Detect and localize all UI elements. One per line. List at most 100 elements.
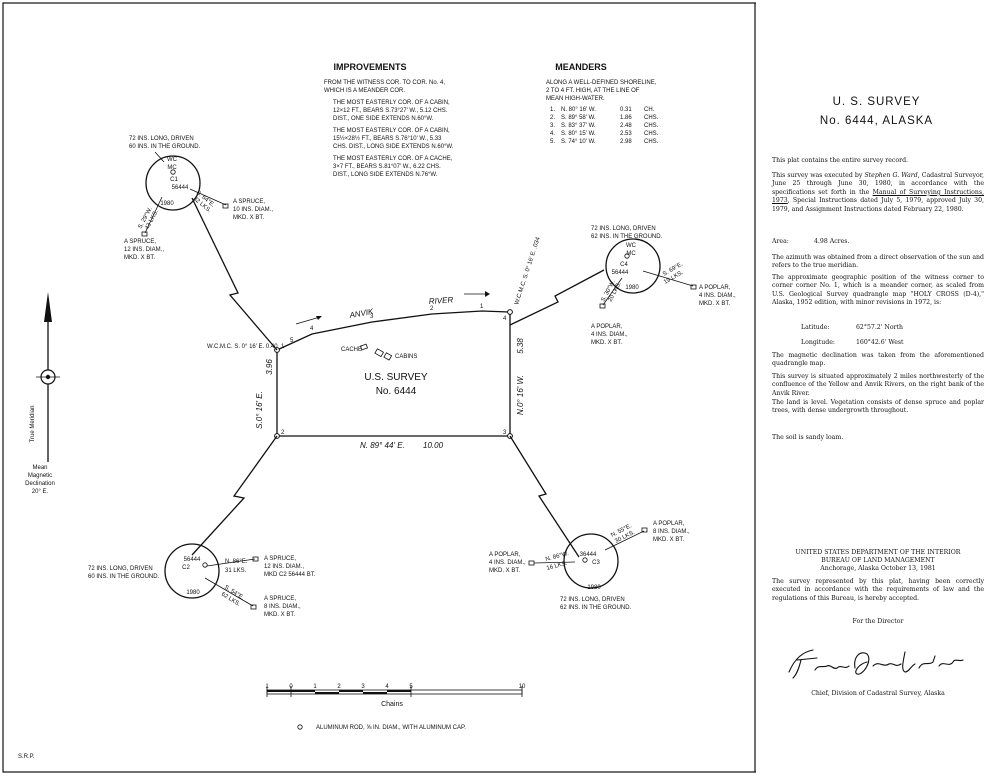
improvements-line: 3×7 FT., BEARS S.81°07' W., 6.22 CHS. — [333, 164, 441, 170]
bt-desc: A POPLAR, — [489, 552, 521, 558]
wc-stamp: 56444 — [172, 185, 189, 191]
meander-dist: 1.86 — [620, 115, 632, 121]
meander-bearing: S. 80° 15' W. — [561, 131, 596, 137]
scale-tick: 5 — [409, 684, 413, 690]
south-boundary-bearing: N. 89° 44' E. — [360, 441, 405, 450]
meander-station: 2 — [430, 306, 434, 312]
cabin-symbol — [383, 352, 393, 361]
wc-stamp: WC — [167, 157, 178, 163]
declination-label: Mean — [32, 465, 47, 471]
wc-stamp: 36444 — [580, 552, 597, 558]
east-boundary-bearing: N.0° 16' W. — [516, 375, 525, 415]
meander-station: 5 — [290, 338, 294, 344]
bt-desc: 12 INS. DIAM., — [264, 564, 304, 570]
tie-line-c1 — [191, 197, 278, 351]
wc-post-note: 60 INS. IN THE GROUND. — [88, 574, 160, 580]
drafter-initials: S.R.P. — [18, 754, 35, 760]
cache-label: CACHE — [341, 347, 362, 353]
wc-stamp: C3 — [592, 560, 600, 566]
note-record: This plat contains the entire survey rec… — [772, 157, 909, 164]
scale-tick: 10 — [519, 684, 526, 690]
improvements-line: WHICH IS A MEANDER COR. — [324, 88, 405, 94]
wc-stamp: 56444 — [184, 557, 201, 563]
cabin-symbol — [374, 348, 385, 358]
corner-number: 1 — [281, 344, 285, 350]
scale-tick: 1 — [265, 684, 269, 690]
wc-year: 1980 — [625, 285, 639, 291]
scale-tick: 0 — [289, 684, 293, 690]
meander-dist: 2.48 — [620, 123, 632, 129]
scale-bar: 1 0 1 2 3 4 5 10 Chains — [265, 684, 526, 708]
wc-c3-circle — [563, 533, 619, 589]
west-boundary-bearing: S.0° 16' E. — [255, 391, 264, 429]
north-arrow-icon — [44, 292, 52, 322]
bt-desc: 4 INS. DIAM., — [489, 560, 526, 566]
meander-bearing: S. 89° 58' W. — [561, 115, 596, 121]
bearing-tree-marker — [641, 527, 648, 533]
wc-post-note: 72 INS. LONG, DRIVEN — [88, 566, 153, 572]
bt-desc: A POPLAR, — [591, 324, 623, 330]
improvements-line: FROM THE WITNESS COR. TO COR. No. 4, — [324, 80, 445, 86]
aluminum-rod-marker — [202, 562, 208, 568]
bearing-tree-marker — [222, 203, 229, 209]
witness-corner-c4: WC MC C4 56444 1980 72 INS. LONG, DRIVEN… — [591, 226, 736, 346]
improvements-block: IMPROVEMENTS FROM THE WITNESS COR. TO CO… — [324, 62, 454, 178]
surveyor-name: Stephen G. Ward — [864, 172, 918, 179]
scale-tick: 2 — [337, 684, 341, 690]
meander-unit: CHS. — [644, 131, 659, 137]
wc-stamp: C2 — [182, 565, 190, 571]
bearing-tree-marker — [599, 303, 606, 309]
note-text: , Special Instructions dated July 5, 197… — [772, 197, 984, 213]
improvements-heading: IMPROVEMENTS — [333, 62, 406, 72]
aluminum-rod-icon — [297, 724, 303, 730]
aluminum-rod-marker — [170, 169, 176, 175]
wc-post-note: 72 INS. LONG, DRIVEN — [560, 597, 625, 603]
meander-unit: CHS. — [644, 115, 659, 121]
wcmc-east-label: W.C.M.C. S. 0° 16' E. .034 — [514, 236, 542, 306]
river-word: RIVER — [429, 295, 454, 306]
note-text: , Cadastral Surveyor, June 25 through Ju… — [772, 172, 984, 196]
bt-desc: A SPRUCE, — [124, 239, 156, 245]
meander-dist: 2.53 — [620, 131, 632, 137]
bearing-tree-marker — [250, 604, 257, 610]
note-text: This survey was executed by — [772, 172, 865, 179]
improvements-line: THE MOST EASTERLY COR. OF A CABIN, — [333, 128, 450, 134]
meanders-block: MEANDERS ALONG A WELL-DEFINED SHORELINE,… — [546, 62, 659, 145]
improvements-line: THE MOST EASTERLY COR. OF A CABIN, — [333, 100, 450, 106]
note-declination: The magnetic declination was taken from … — [772, 352, 984, 368]
director-signature — [788, 649, 964, 679]
bearing-tree-marker — [690, 284, 697, 290]
meander-unit: CH. — [644, 107, 655, 113]
scale-tick: 4 — [385, 684, 389, 690]
bt-desc: MKD. X BT. — [264, 612, 295, 618]
note-location: This survey is situated approximately 2 … — [772, 373, 984, 397]
manual-title: Manual of Surveying Instructions, 1973 — [772, 188, 985, 205]
wc-stamp: C1 — [170, 177, 178, 183]
chief-title: Chief, Division of Cadastral Survey, Ala… — [811, 690, 945, 697]
meander-station: 1 — [480, 304, 484, 310]
anvik-river-meander-line — [276, 310, 511, 351]
river-name: ANVIK — [348, 307, 375, 320]
bt-bearing: N. 86°E. — [225, 559, 248, 565]
approval-place-date: Anchorage, Alaska October 13, 1981 — [820, 565, 936, 572]
meander-bearing: N. 80° 16' W. — [561, 107, 596, 113]
corner-number: 2 — [281, 430, 285, 436]
bt-desc: MKD. X BT. — [489, 568, 520, 574]
wc-stamp: 56444 — [612, 270, 629, 276]
note-position: The approximate geographic position of t… — [772, 274, 984, 307]
declination-label: Magnetic — [28, 473, 52, 479]
parcel-boundary — [276, 312, 511, 437]
bt-distance: 16 LKS. — [546, 561, 568, 572]
wc-stamp: WC — [626, 243, 637, 249]
tie-line-c4 — [509, 269, 605, 326]
north-arrow: True Meridian Mean Magnetic Declination … — [25, 292, 60, 495]
improvements-line: 12×12 FT., BEARS S.73°27' W., 5.12 CHS. — [333, 108, 448, 114]
witness-corner-c3: 36444 C3 1980 72 INS. LONG, DRIVEN 62 IN… — [489, 521, 690, 611]
bt-desc: 4 INS. DIAM., — [699, 293, 736, 299]
arrow-right-icon — [316, 316, 322, 320]
bt-desc: A SPRUCE, — [233, 199, 265, 205]
declination-label: 20° E. — [32, 489, 49, 495]
bt-desc: 12 INS. DIAM., — [124, 247, 164, 253]
corner-4-marker — [507, 309, 513, 315]
bt-desc: MKD. X BT. — [124, 255, 155, 261]
